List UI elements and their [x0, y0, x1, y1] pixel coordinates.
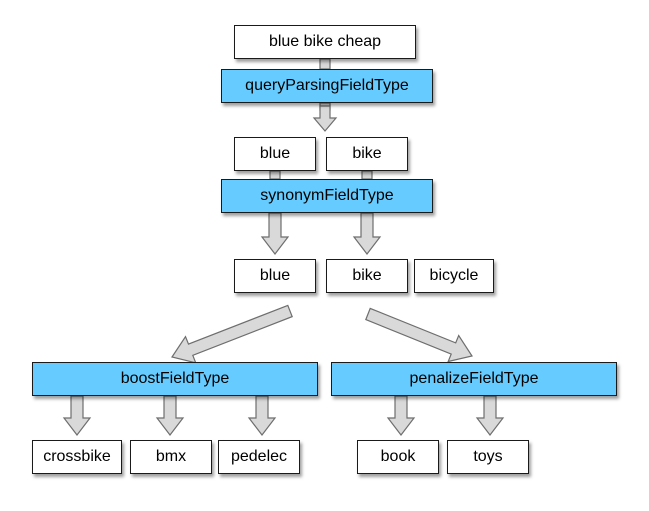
term-bicycle: bicycle [414, 259, 494, 293]
synonym-field-type: synonymFieldType [221, 179, 433, 213]
arrow-boost-to-crossbike [62, 395, 92, 436]
arrow-synonym-to-bike [352, 212, 382, 255]
term-blue-1: blue [234, 137, 316, 171]
query-box: blue bike cheap [234, 25, 416, 59]
arrow-penalize-to-toys [475, 395, 505, 436]
term-crossbike: crossbike [32, 440, 122, 474]
arrow-terms-to-boost [171, 304, 293, 364]
arrow-synonym-to-blue [260, 212, 290, 255]
penalize-field-type: penalizeFieldType [331, 362, 617, 396]
arrow-terms-to-penalize [365, 307, 473, 363]
arrow-boost-to-pedelec [247, 395, 277, 436]
query-parsing-field-type: queryParsingFieldType [221, 69, 433, 103]
term-bmx: bmx [130, 440, 212, 474]
arrow-boost-to-bmx [155, 395, 185, 436]
term-blue-2: blue [234, 259, 316, 293]
arrow-penalize-to-book [386, 395, 416, 436]
term-bike-2: bike [326, 259, 408, 293]
arrow-parser-to-terms [312, 105, 338, 132]
term-bike-1: bike [326, 137, 408, 171]
boost-field-type: boostFieldType [32, 362, 318, 396]
term-toys: toys [447, 440, 529, 474]
term-pedelec: pedelec [218, 440, 300, 474]
term-book: book [357, 440, 439, 474]
